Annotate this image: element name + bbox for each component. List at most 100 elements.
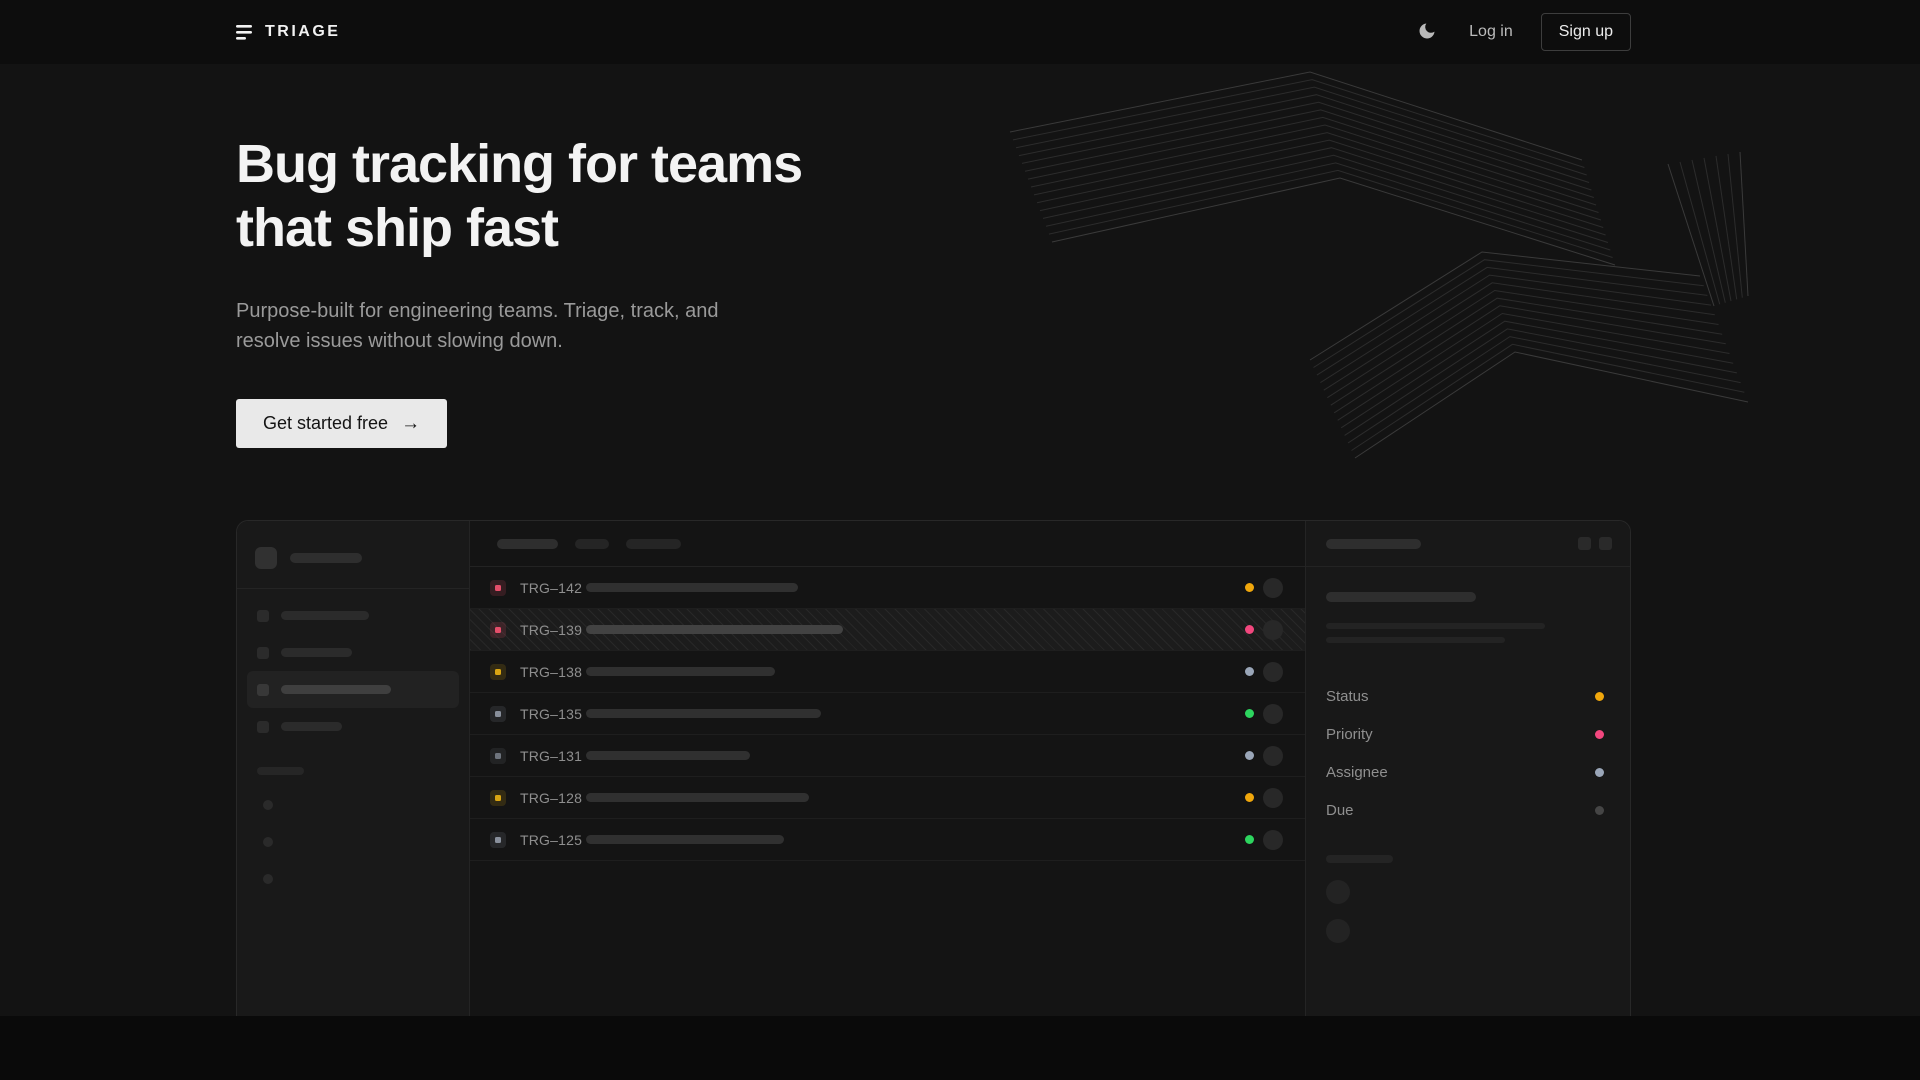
issue-row: TRG–135 xyxy=(470,693,1305,735)
sidebar-dot-skeleton xyxy=(263,874,273,884)
issue-row-end xyxy=(1245,829,1305,850)
tab-skeleton xyxy=(497,538,558,549)
detail-field-list: Status Priority Assignee Due xyxy=(1326,677,1604,829)
issue-id: TRG–131 xyxy=(520,747,583,764)
status-dot xyxy=(1245,709,1254,718)
issue-id: TRG–139 xyxy=(520,621,583,638)
sidebar-nav-item-skeleton xyxy=(247,634,459,671)
assignee-avatar xyxy=(1263,787,1283,808)
brand[interactable]: TRIAGE xyxy=(236,23,340,41)
sidebar-dot-skeleton xyxy=(263,837,273,847)
moon-icon xyxy=(1417,21,1437,44)
sidebar-divider xyxy=(237,588,469,589)
field-row: Status xyxy=(1326,677,1604,715)
workspace-avatar-skeleton xyxy=(255,547,277,569)
issue-title-skeleton xyxy=(586,667,775,676)
field-label: Due xyxy=(1326,801,1354,819)
nav-icon-skeleton xyxy=(257,609,269,622)
field-label: Status xyxy=(1326,687,1369,705)
status-dot xyxy=(1245,793,1254,802)
nav-label-skeleton xyxy=(281,722,342,731)
hero-subtitle-line2: resolve issues without slowing down. xyxy=(236,330,563,352)
nav-label-skeleton xyxy=(281,648,352,657)
sidebar-nav-item-skeleton xyxy=(247,708,459,745)
mockup-issue-list: TRG–142 TRG–139 TRG–138 xyxy=(470,521,1305,1016)
hero-subtitle-line1: Purpose-built for engineering teams. Tri… xyxy=(236,300,719,322)
activity-avatar-skeleton xyxy=(1326,919,1350,943)
field-label: Priority xyxy=(1326,725,1373,743)
navbar-actions: Log in Sign up xyxy=(1413,13,1631,51)
issue-row-end xyxy=(1245,787,1305,808)
issue-title-skeleton xyxy=(586,625,843,634)
issue-id: TRG–142 xyxy=(520,579,583,596)
status-dot xyxy=(1245,625,1254,634)
sidebar-nav-skeleton xyxy=(237,597,469,745)
issue-type-icon xyxy=(490,579,506,596)
issue-row: TRG–128 xyxy=(470,777,1305,819)
nav-icon-skeleton xyxy=(257,720,269,733)
field-row: Priority xyxy=(1326,715,1604,753)
sidebar-nav-item-active-skeleton xyxy=(247,671,459,708)
hero-subtitle: Purpose-built for engineering teams. Tri… xyxy=(236,296,796,356)
issue-list-header-skeleton xyxy=(470,521,1305,567)
description-line-skeleton xyxy=(1326,623,1545,629)
issue-title-skeleton xyxy=(586,793,809,802)
issue-type-icon xyxy=(490,663,506,680)
hero-title: Bug tracking for teams that ship fast xyxy=(236,64,1631,260)
detail-action-icon-skeleton xyxy=(1599,537,1612,550)
issue-row: TRG–125 xyxy=(470,819,1305,861)
detail-body: Status Priority Assignee Due xyxy=(1306,567,1630,943)
issue-row: TRG–142 xyxy=(470,567,1305,609)
login-button[interactable]: Log in xyxy=(1467,19,1515,45)
issue-row: TRG–131 xyxy=(470,735,1305,777)
theme-toggle-button[interactable] xyxy=(1413,17,1441,48)
issue-row-end xyxy=(1245,619,1305,640)
navbar: TRIAGE Log in Sign up xyxy=(0,0,1920,64)
assignee-avatar xyxy=(1263,745,1283,766)
issue-row-end xyxy=(1245,745,1305,766)
issue-row-end xyxy=(1245,703,1305,724)
arrow-right-icon: → xyxy=(401,413,421,434)
issue-id: TRG–125 xyxy=(520,831,583,848)
issue-type-icon xyxy=(490,621,506,638)
sidebar-section-label-skeleton xyxy=(257,767,304,775)
sidebar-nav-item-skeleton xyxy=(247,597,459,634)
detail-title-skeleton xyxy=(1326,538,1421,549)
hero-title-line1: Bug tracking for teams xyxy=(236,134,803,194)
sidebar-dot-skeleton xyxy=(263,800,273,810)
field-row: Due xyxy=(1326,791,1604,829)
field-value-dot xyxy=(1595,767,1604,777)
hero-section: Bug tracking for teams that ship fast Pu… xyxy=(236,64,1631,448)
get-started-label: Get started free xyxy=(263,413,389,433)
field-row: Assignee xyxy=(1326,753,1604,791)
navbar-inner: TRIAGE Log in Sign up xyxy=(236,0,1631,64)
field-value-dot xyxy=(1595,805,1604,815)
assignee-avatar xyxy=(1263,703,1283,724)
assignee-avatar xyxy=(1263,619,1283,640)
issue-id: TRG–138 xyxy=(520,663,583,680)
issue-row-selected: TRG–139 xyxy=(470,609,1305,651)
issue-type-icon xyxy=(490,789,506,806)
assignee-avatar xyxy=(1263,577,1283,598)
mockup-sidebar xyxy=(237,521,470,1016)
app-preview-mockup: TRG–142 TRG–139 TRG–138 xyxy=(236,520,1631,1016)
hero-title-line2: that ship fast xyxy=(236,198,559,258)
get-started-button[interactable]: Get started free → xyxy=(236,399,448,448)
issue-row-end xyxy=(1245,577,1305,598)
issue-title-skeleton xyxy=(586,751,750,760)
detail-header-skeleton xyxy=(1306,521,1630,567)
workspace-switcher-skeleton xyxy=(237,545,469,571)
description-line-skeleton xyxy=(1326,637,1505,643)
issue-row: TRG–138 xyxy=(470,651,1305,693)
activity-avatar-skeleton xyxy=(1326,880,1350,904)
issue-id: TRG–128 xyxy=(520,789,583,806)
assignee-avatar xyxy=(1263,661,1283,682)
signup-button[interactable]: Sign up xyxy=(1540,13,1631,51)
tab-skeleton xyxy=(626,538,681,549)
nav-icon-skeleton xyxy=(257,683,269,696)
brand-name: TRIAGE xyxy=(265,23,341,40)
footer xyxy=(0,1016,1920,1080)
assignee-avatar xyxy=(1263,829,1283,850)
workspace-name-skeleton xyxy=(290,553,362,563)
detail-header-actions xyxy=(1578,537,1612,550)
